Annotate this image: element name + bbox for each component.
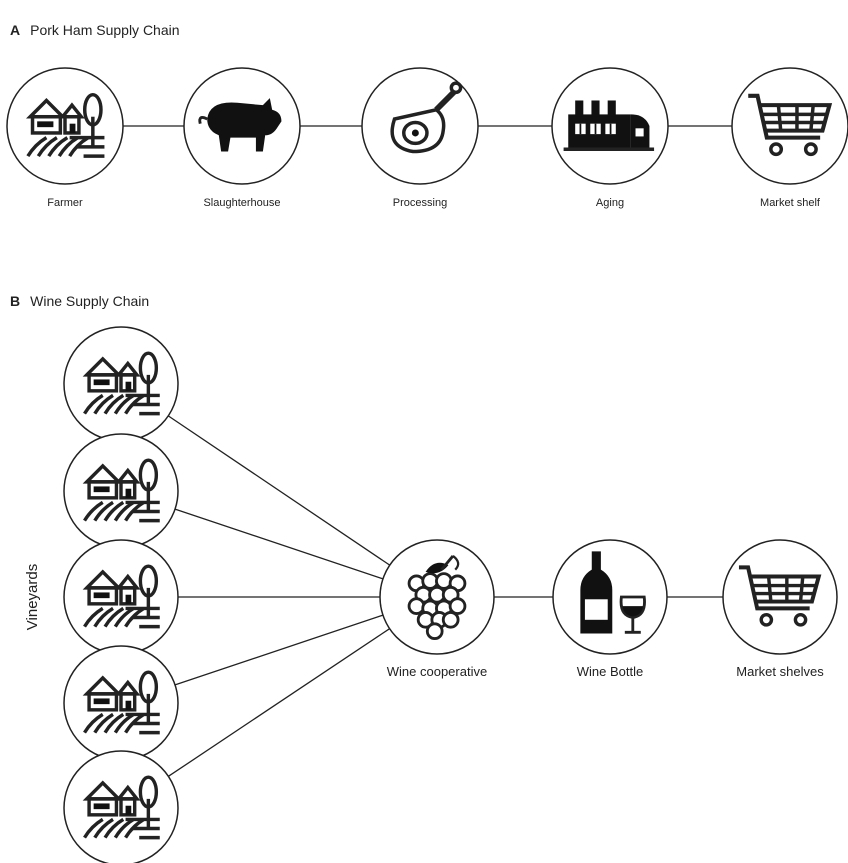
node-b-0: Wine cooperative: [379, 539, 495, 679]
wine-bottle-glass-icon: [580, 551, 646, 634]
farm-icon: [82, 775, 160, 840]
node-label: Farmer: [47, 197, 83, 209]
panel-b-title: B Wine Supply Chain: [10, 293, 149, 309]
node-circle: [722, 539, 838, 655]
node-vineyard-0: [63, 326, 179, 442]
node-label: Market shelf: [760, 197, 821, 209]
node-vineyard-3: [63, 645, 179, 761]
node-b-1: Wine Bottle: [552, 539, 668, 679]
aging-facility-icon: [563, 100, 655, 151]
farm-icon: [82, 670, 160, 735]
vineyard-connector: [167, 415, 391, 566]
node-label: Market shelves: [736, 664, 824, 679]
node-label: Wine cooperative: [387, 664, 487, 679]
panel-b-letter: B: [10, 293, 21, 309]
vineyard-connector: [168, 628, 390, 777]
node-a-4: Market shelf: [731, 67, 848, 209]
panel-a-letter: A: [10, 22, 21, 38]
node-label: Aging: [596, 197, 624, 209]
grapes-icon: [407, 555, 467, 641]
pig-icon: [198, 98, 282, 152]
panel-a-title: A Pork Ham Supply Chain: [10, 22, 180, 38]
panel-b-title-text: Wine Supply Chain: [30, 293, 150, 309]
node-a-3: Aging: [551, 67, 669, 209]
node-label: Processing: [393, 197, 447, 209]
node-label: Wine Bottle: [577, 664, 643, 679]
node-circle: [731, 67, 848, 185]
node-a-2: Processing: [361, 67, 479, 209]
shopping-cart-icon: [748, 93, 833, 157]
shopping-cart-icon: [738, 565, 822, 627]
farm-icon: [82, 564, 160, 629]
vineyard-connector: [174, 614, 384, 686]
ham-leg-icon: [390, 81, 463, 154]
farm-icon: [82, 458, 160, 523]
farm-icon: [82, 351, 160, 416]
node-vineyard-4: [63, 750, 179, 863]
node-vineyard-2: [63, 539, 179, 655]
vineyard-connector: [174, 508, 384, 580]
panel-a-title-text: Pork Ham Supply Chain: [30, 22, 180, 38]
node-vineyard-1: [63, 433, 179, 549]
node-b-2: Market shelves: [722, 539, 838, 679]
node-a-0: Farmer: [6, 67, 124, 209]
farm-icon: [25, 92, 105, 158]
node-label: Slaughterhouse: [203, 197, 280, 209]
node-a-1: Slaughterhouse: [183, 67, 301, 209]
vineyards-label: Vineyards: [24, 564, 41, 630]
